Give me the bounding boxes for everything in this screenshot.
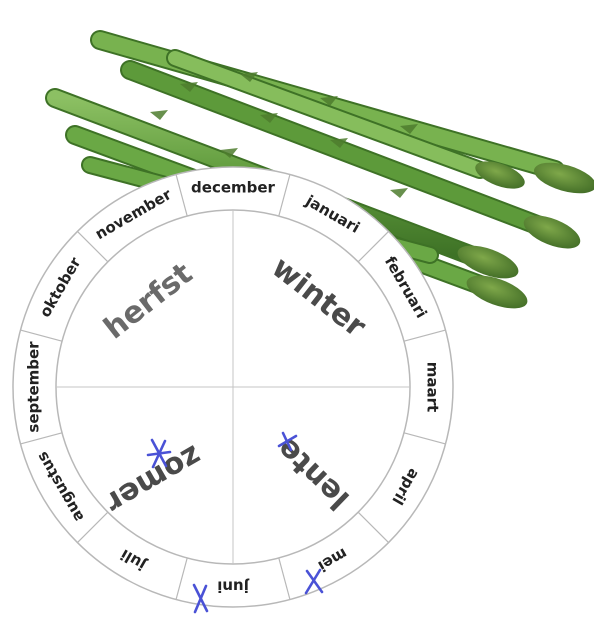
month-december[interactable]: december — [191, 179, 276, 197]
month-maart[interactable]: maart — [424, 362, 442, 412]
season-wheel: december januari februari maart april me… — [13, 167, 453, 612]
month-juni[interactable]: juni — [217, 578, 250, 596]
month-september[interactable]: september — [25, 341, 43, 433]
